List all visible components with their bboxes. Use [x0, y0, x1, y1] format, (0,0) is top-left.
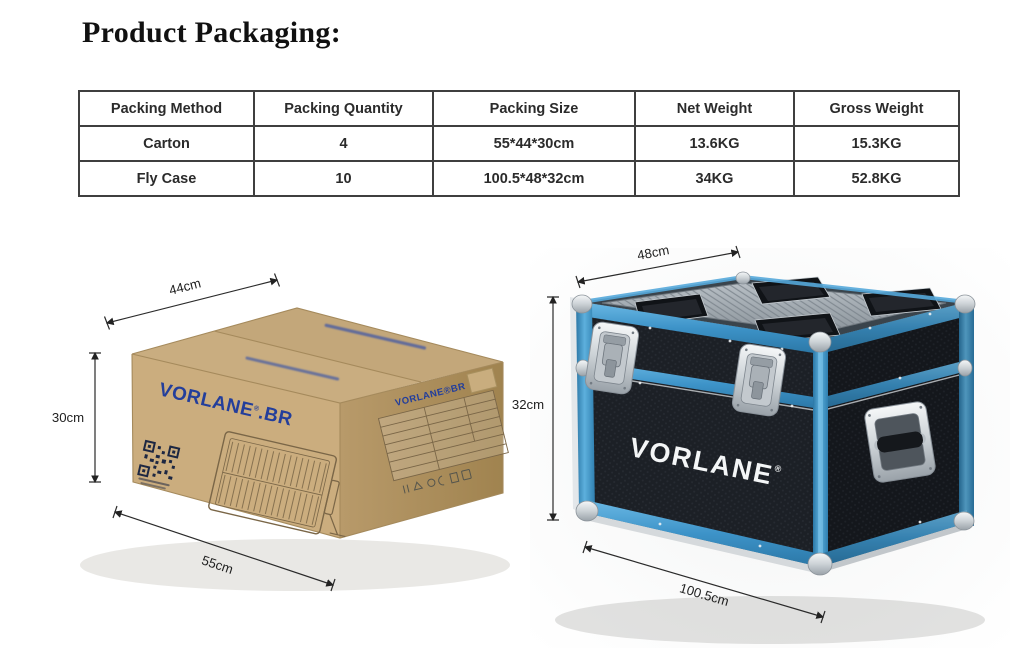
table-row-flycase: Fly Case 10 100.5*48*32cm 34KG 52.8KG	[78, 160, 960, 197]
carton-figure: VORLANE®.BR	[30, 235, 510, 635]
dimension-arrow-48cm	[575, 245, 741, 289]
flycase-illustration: VORLANE® 48cm 32cm 100.5cm	[512, 242, 1010, 648]
cell-qty-flycase: 10	[253, 160, 434, 197]
dimension-arrow-55cm	[112, 505, 336, 592]
flycase-dimensions	[547, 245, 826, 624]
carton-corner-sticker	[466, 367, 498, 394]
cell-size-flycase: 100.5*48*32cm	[432, 160, 636, 197]
cell-size-carton: 55*44*30cm	[432, 125, 636, 162]
header-net-weight: Net Weight	[634, 90, 795, 127]
flycase-dim-height-label: 32cm	[512, 397, 544, 412]
cell-method-carton: Carton	[78, 125, 255, 162]
carton-dimensions	[89, 273, 336, 592]
flycase-shadow	[555, 596, 985, 644]
cell-net-flycase: 34KG	[634, 160, 795, 197]
dimension-arrow-32cm	[547, 295, 559, 522]
spec-table-lines	[377, 389, 509, 482]
cell-net-carton: 13.6KG	[634, 125, 795, 162]
flap-print-lines	[245, 323, 427, 381]
dimension-arrow-44cm	[103, 273, 281, 330]
cell-gross-carton: 15.3KG	[793, 125, 960, 162]
header-packing-method: Packing Method	[78, 90, 255, 127]
latch-left	[584, 321, 640, 395]
carton-shadow	[80, 539, 510, 591]
header-packing-quantity: Packing Quantity	[253, 90, 434, 127]
carton-dim-width-label: 44cm	[167, 275, 202, 297]
flycase-dim-width-label: 48cm	[636, 242, 670, 263]
flycase-figure: VORLANE® 48cm 32cm 100.5cm	[500, 228, 1024, 664]
packing-table-header-row: Packing Method Packing Quantity Packing …	[78, 90, 960, 127]
cell-method-flycase: Fly Case	[78, 160, 255, 197]
cell-qty-carton: 4	[253, 125, 434, 162]
latch-right	[731, 343, 787, 417]
header-packing-size: Packing Size	[432, 90, 636, 127]
flycase-reg-mark: ®	[774, 463, 784, 475]
dimension-arrow-100-5cm	[582, 540, 826, 624]
carton-top-far-flap	[214, 308, 503, 382]
carton-illustration: VORLANE®.BR	[52, 273, 510, 592]
carton-box: VORLANE®.BR	[80, 307, 510, 591]
certification-icons	[402, 469, 472, 494]
side-handle	[864, 401, 936, 483]
packing-table: Packing Method Packing Quantity Packing …	[78, 90, 960, 197]
flycase-box: VORLANE®	[555, 271, 985, 644]
table-row-carton: Carton 4 55*44*30cm 13.6KG 15.3KG	[78, 125, 960, 162]
header-gross-weight: Gross Weight	[793, 90, 960, 127]
dimension-arrow-30cm	[89, 351, 101, 484]
carton-side-face	[340, 362, 503, 538]
qr-code-icon	[137, 439, 181, 490]
carton-reg-mark: ®	[253, 404, 261, 413]
carton-edges	[131, 307, 504, 539]
carton-dim-height-label: 30cm	[52, 410, 84, 425]
page-title: Product Packaging:	[82, 16, 342, 49]
cell-gross-flycase: 52.8KG	[793, 160, 960, 197]
carton-top-near-flap	[132, 331, 421, 403]
